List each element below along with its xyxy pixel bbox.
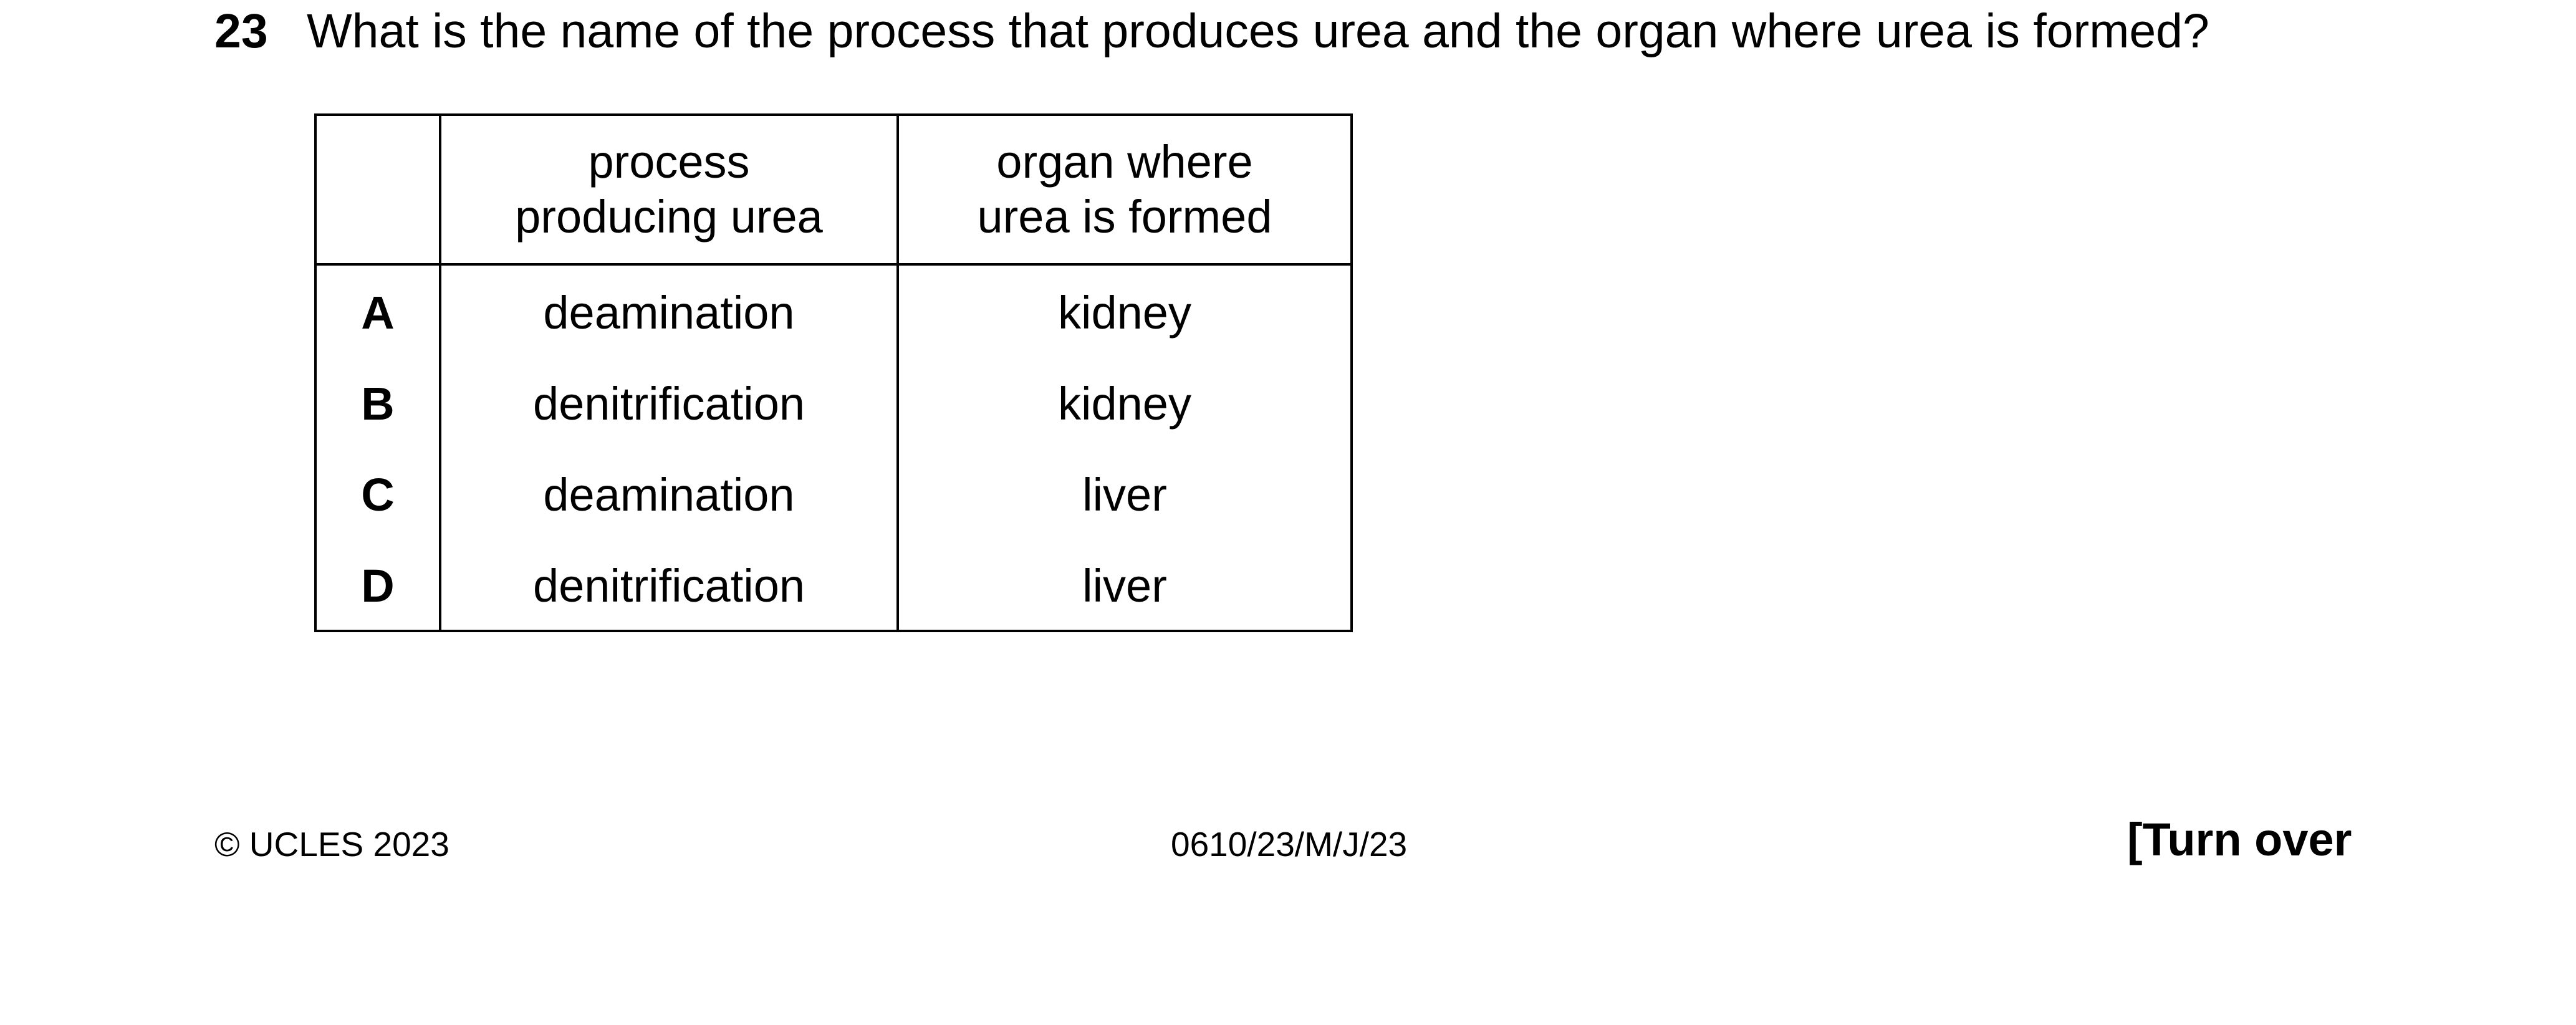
process-cell: deamination xyxy=(543,286,795,339)
paper-code: 0610/23/M/J/23 xyxy=(1171,825,1408,864)
header-organ: organ where urea is formed xyxy=(899,116,1350,263)
table-row: B denitrification kidney xyxy=(317,358,1350,449)
question-number: 23 xyxy=(214,4,268,58)
table-row: A deamination kidney xyxy=(317,267,1350,358)
header-process-line: producing urea xyxy=(515,191,823,243)
question-text: What is the name of the process that pro… xyxy=(307,4,2209,58)
copyright-text: © UCLES 2023 xyxy=(214,825,449,864)
organ-cell: kidney xyxy=(1058,377,1191,430)
header-organ-line: urea is formed xyxy=(977,191,1272,243)
header-process-line: process xyxy=(588,136,750,188)
process-cell: denitrification xyxy=(532,559,805,612)
process-cell: denitrification xyxy=(532,377,805,430)
organ-cell: liver xyxy=(1082,468,1167,521)
turn-over-text: [Turn over xyxy=(2127,814,2352,865)
option-letter: D xyxy=(361,559,395,612)
table-row: D denitrification liver xyxy=(317,540,1350,631)
header-process: process producing urea xyxy=(441,116,896,263)
option-letter: C xyxy=(361,468,395,521)
option-letter: B xyxy=(361,377,395,430)
table-divider-vertical xyxy=(439,116,441,630)
process-cell: deamination xyxy=(543,468,795,521)
table-row: C deamination liver xyxy=(317,449,1350,540)
option-letter: A xyxy=(361,286,395,339)
answer-table: process producing urea organ where urea … xyxy=(314,113,1353,632)
header-organ-line: organ where xyxy=(996,136,1253,188)
organ-cell: liver xyxy=(1082,559,1167,612)
organ-cell: kidney xyxy=(1058,286,1191,339)
table-divider-vertical xyxy=(896,116,899,630)
table-divider-horizontal xyxy=(317,263,1350,266)
